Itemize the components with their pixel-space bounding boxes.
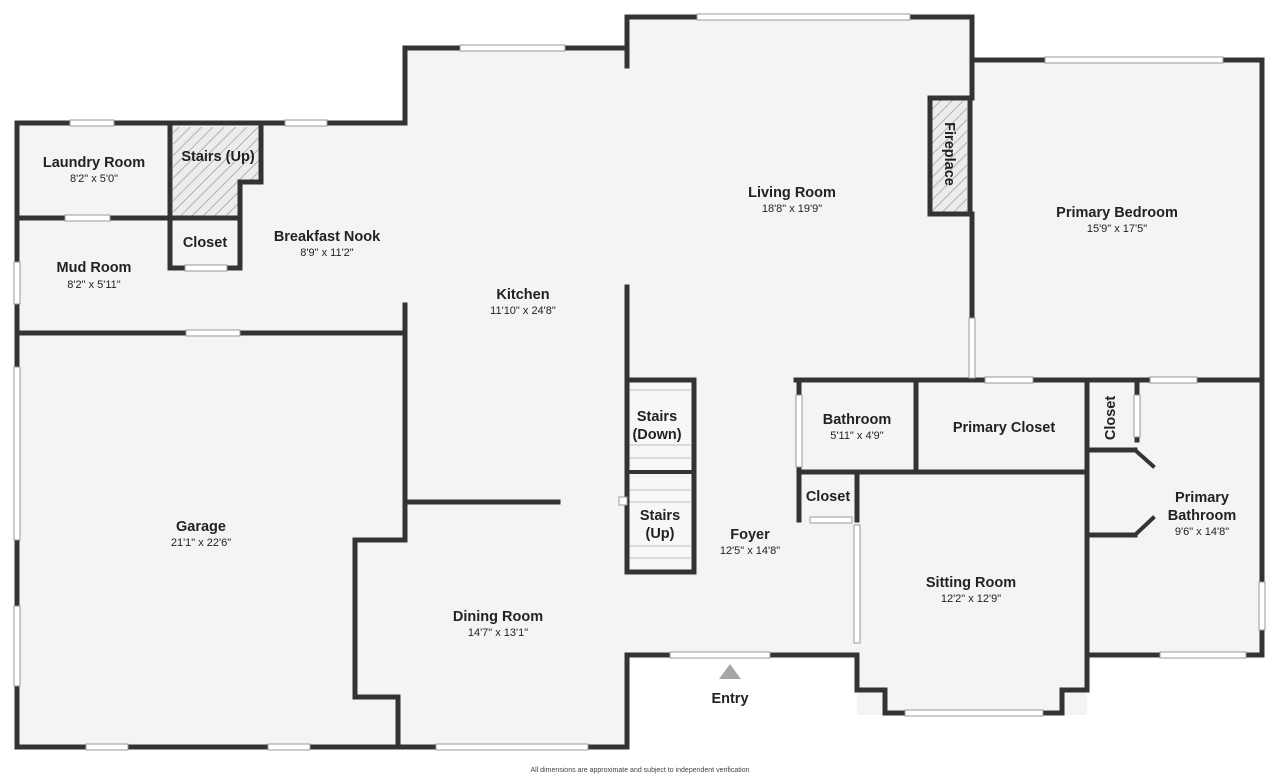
room-bathroom: Bathroom 5'11" x 4'9" [823,412,891,442]
room-name-line1: Primary [1175,490,1229,506]
room-dimensions: 15'9" x 17'5" [1087,223,1147,235]
room-name-line2: Bathroom [1168,508,1236,524]
entry-arrow-icon [719,664,741,679]
room-name: Laundry Room [43,155,145,171]
room-name: Bathroom [823,412,891,428]
disclaimer-note: All dimensions are approximate and subje… [530,767,749,774]
room-foyer: Foyer 12'5" x 14'8" [720,527,780,557]
room-name: Kitchen [496,287,549,303]
room-breakfast-nook: Breakfast Nook 8'9" x 11'2" [274,229,381,259]
room-dimensions: 11'10" x 24'8" [490,305,556,317]
room-name: Mud Room [57,260,132,276]
room-dining-room: Dining Room 14'7" x 13'1" [453,609,543,639]
stairs-up-center-treads [629,478,691,570]
fireplace-hatch [932,100,967,212]
entry-label: Entry [711,691,748,707]
room-name: Breakfast Nook [274,229,381,245]
room-name: Garage [176,519,226,535]
room-dimensions: 8'9" x 11'2" [300,247,353,259]
room-name: Foyer [730,527,770,543]
room-dimensions: 21'1" x 22'6" [171,537,231,549]
room-name: Fireplace [941,122,957,186]
room-primary-bathroom: Primary Bathroom 9'6" x 14'8" [1168,490,1236,538]
room-dimensions: 8'2" x 5'11" [67,279,120,291]
room-primary-closet: Primary Closet [953,420,1056,436]
room-mud-room: Mud Room 8'2" x 5'11" [57,260,132,291]
room-living-room: Living Room 18'8" x 19'9" [748,185,836,215]
room-name: Primary Bedroom [1056,205,1178,221]
room-dimensions: 8'2" x 5'0" [70,173,118,185]
room-name: Stairs (Up) [181,149,254,165]
room-garage: Garage 21'1" x 22'6" [171,519,231,549]
room-stairs-down: Stairs (Down) [632,409,681,443]
stairs-down-treads [629,382,691,470]
room-name-line2: (Up) [646,526,675,542]
room-stairs-up-center: Stairs (Up) [640,508,680,542]
room-name: Living Room [748,185,836,201]
room-name-line2: (Down) [632,427,681,443]
room-name: Closet [1103,396,1119,440]
windows [13,13,1266,751]
room-dimensions: 5'11" x 4'9" [830,430,883,442]
room-dimensions: 9'6" x 14'8" [1175,526,1229,538]
room-sitting-room: Sitting Room 12'2" x 12'9" [926,575,1016,605]
room-dimensions: 12'5" x 14'8" [720,545,780,557]
room-dimensions: 12'2" x 12'9" [941,593,1001,605]
room-dimensions: 18'8" x 19'9" [762,203,822,215]
room-stairs-up-top: Stairs (Up) [181,149,254,165]
room-primary-bedroom: Primary Bedroom 15'9" x 17'5" [1056,205,1178,235]
room-name-line1: Stairs [640,508,680,524]
room-name: Sitting Room [926,575,1016,591]
room-closet-small: Closet [183,235,227,251]
room-name: Closet [183,235,227,251]
room-name: Closet [806,489,850,505]
room-name: Dining Room [453,609,543,625]
floor-area [17,17,1262,748]
room-laundry: Laundry Room 8'2" x 5'0" [43,155,145,185]
room-name: Primary Closet [953,420,1056,436]
room-dimensions: 14'7" x 13'1" [468,627,528,639]
room-kitchen: Kitchen 11'10" x 24'8" [490,287,556,317]
room-closet-foyer: Closet [806,489,850,505]
room-fireplace: Fireplace [941,122,957,186]
room-closet-vertical: Closet [1103,396,1119,440]
room-name-line1: Stairs [637,409,677,425]
